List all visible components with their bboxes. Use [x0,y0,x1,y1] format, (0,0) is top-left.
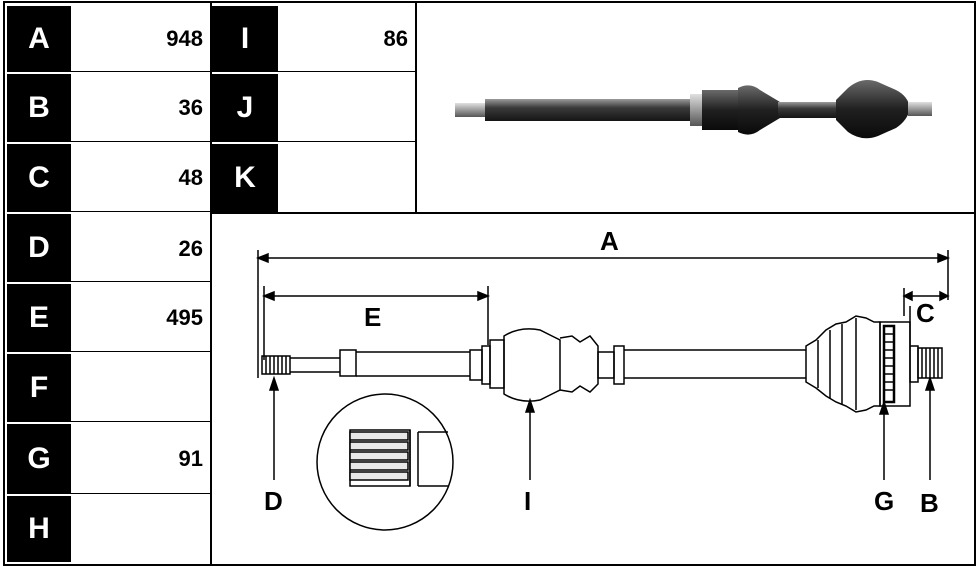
row-e-value: 495 [71,284,211,352]
row-j-letter: J [212,74,278,142]
label-c: C [916,298,935,328]
label-e: E [364,302,381,332]
row-a-letter: A [7,6,71,72]
row-d-letter: D [7,214,71,282]
row-h-letter: H [7,496,71,562]
label-i: I [524,486,531,516]
row-f-letter: F [7,354,71,422]
row-j-value [278,74,416,142]
label-g: G [874,486,894,516]
row-k-value [278,144,416,212]
label-a: A [600,226,619,256]
row-f-value [71,354,211,422]
row-b-value: 36 [71,74,211,142]
row-e-letter: E [7,284,71,352]
divider-vertical-mid [415,3,417,214]
label-b: B [920,488,939,518]
row-c-letter: C [7,144,71,212]
divider-vertical-left [210,3,212,566]
row-a-value: 948 [71,6,211,72]
row-g-value: 91 [71,424,211,494]
technical-drawing [255,250,951,531]
row-h-value [71,496,211,562]
label-d: D [264,486,283,516]
row-b-letter: B [7,74,71,142]
divider-horizontal [210,212,976,214]
row-d-value: 26 [71,214,211,282]
row-k-letter: K [212,144,278,212]
row-g-letter: G [7,424,71,494]
row-c-value: 48 [71,144,211,212]
row-i-value: 86 [278,6,416,72]
row-i-letter: I [212,6,278,72]
